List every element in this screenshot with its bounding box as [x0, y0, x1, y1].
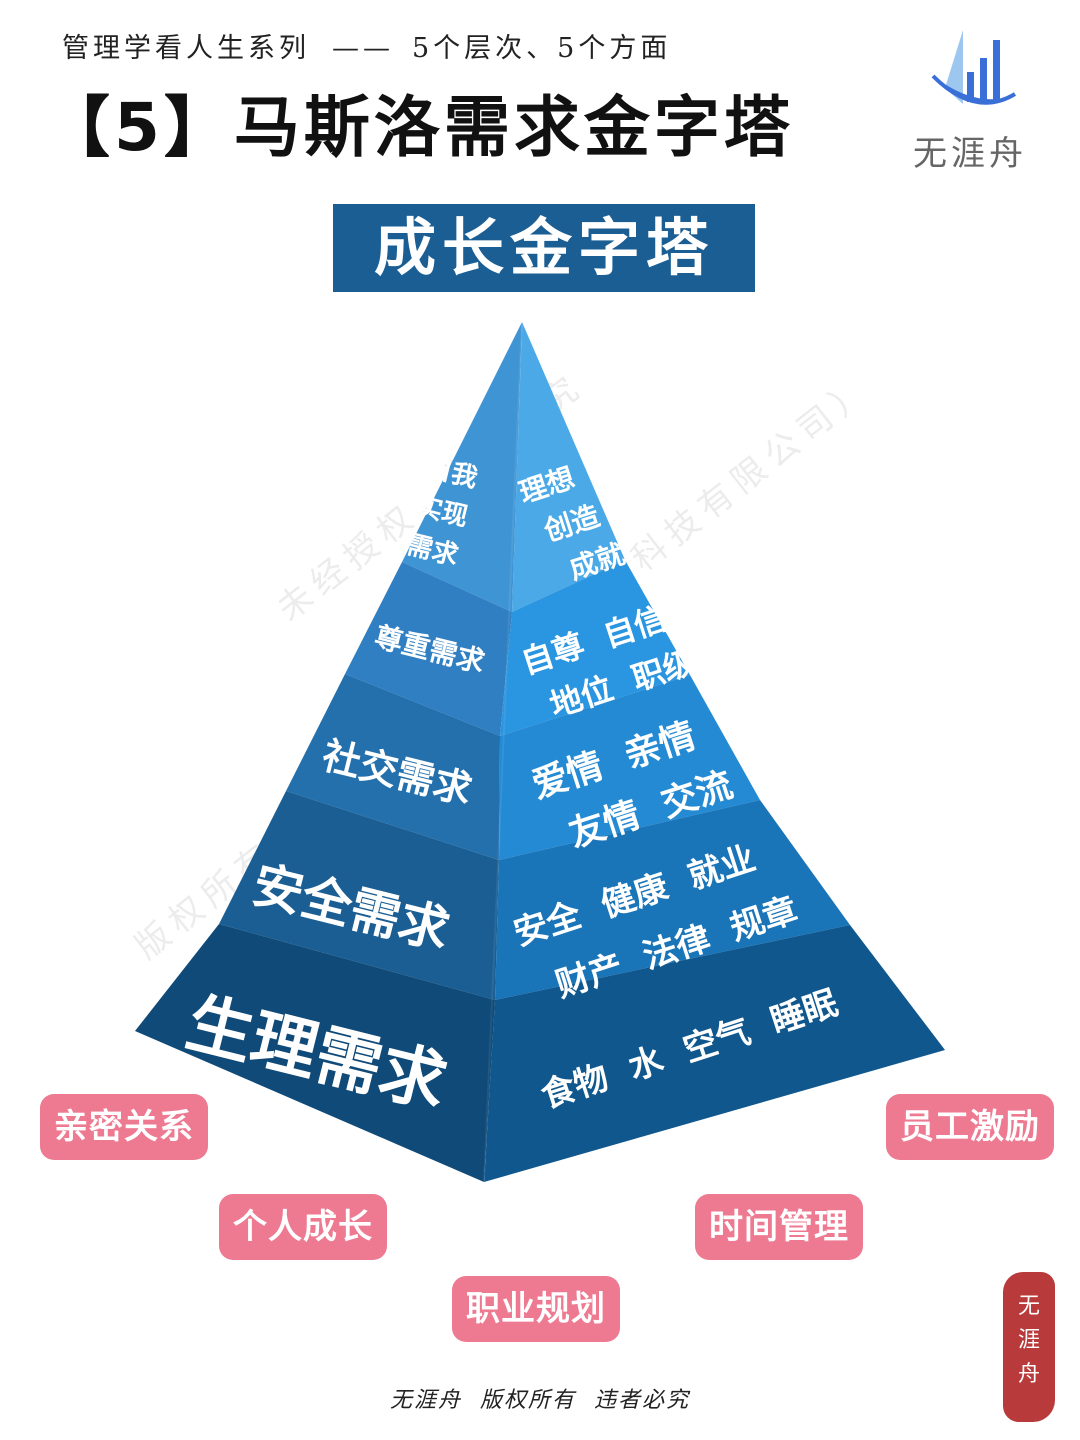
series-name: 管理学看人生系列 [62, 33, 310, 64]
pyramid-ridge [483, 321, 523, 1183]
seal-char: 无 [1017, 1294, 1040, 1319]
page-title: 【5】马斯洛需求金字塔 [44, 89, 794, 166]
aspect-time-management: 时间管理 [695, 1194, 863, 1260]
pyramid-left-face-physiological [135, 924, 495, 1182]
aspect-employee-motivation: 员工激励 [886, 1094, 1054, 1160]
seal-char: 涯 [1017, 1328, 1040, 1353]
aspect-career-planning: 职业规划 [452, 1276, 620, 1342]
subtitle-banner: 成长金字塔 [333, 204, 755, 292]
sailboat-chart-icon [931, 30, 1017, 105]
pyramid-right-face-safety [495, 800, 850, 1000]
pyramid-left-face-social [286, 674, 500, 860]
copyright-footer: 无涯舟 版权所有 违者必究 [390, 1388, 690, 1413]
pyramid-right-face-esteem [500, 560, 690, 736]
brand-logo: 无涯舟 [905, 18, 1035, 178]
pyramid-left-face-safety [219, 791, 499, 1000]
series-detail: 5个层次、5个方面 [412, 33, 672, 64]
seal-char: 舟 [1017, 1362, 1040, 1387]
pyramid-right-face-social [499, 675, 760, 860]
pyramid-left-face-esteem [345, 562, 512, 736]
brand-name: 无涯舟 [913, 134, 1027, 174]
aspect-intimate-relationships: 亲密关系 [40, 1094, 208, 1160]
series-separator: —— [332, 33, 394, 64]
seal-text: 无 涯 舟 [1003, 1290, 1055, 1392]
pyramid-right-face-physiological [484, 925, 945, 1182]
aspect-personal-growth: 个人成长 [219, 1194, 387, 1260]
series-heading: 管理学看人生系列 —— 5个层次、5个方面 [62, 26, 671, 65]
pyramid-left-face-self-actualization [402, 322, 522, 612]
brand-seal: 无 涯 舟 [1003, 1272, 1055, 1422]
pyramid-right-face-self-actualization [512, 322, 625, 612]
